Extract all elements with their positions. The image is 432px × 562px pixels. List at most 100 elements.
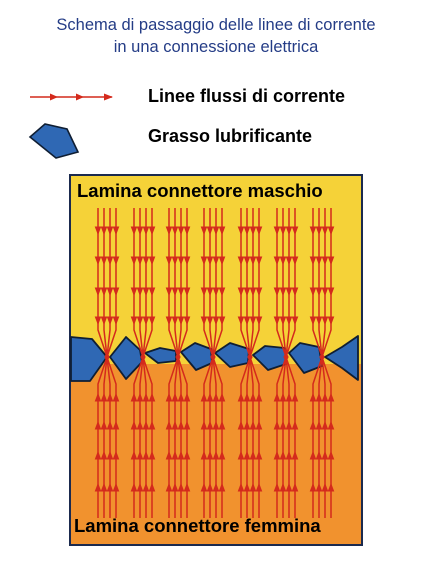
current-arrow bbox=[112, 256, 120, 266]
current-line bbox=[321, 356, 326, 518]
current-arrow bbox=[106, 450, 114, 460]
current-line bbox=[97, 356, 108, 518]
current-arrow bbox=[106, 287, 114, 297]
current-arrow bbox=[243, 482, 251, 492]
current-arrow bbox=[171, 316, 179, 326]
current-arrow bbox=[291, 316, 299, 326]
current-arrow bbox=[136, 256, 144, 266]
current-arrow bbox=[148, 392, 156, 402]
current-arrow bbox=[218, 450, 226, 460]
current-arrow bbox=[171, 420, 179, 430]
current-arrow bbox=[273, 450, 281, 460]
current-arrow bbox=[171, 226, 179, 236]
current-line bbox=[240, 208, 251, 358]
current-arrow bbox=[112, 420, 120, 430]
current-arrow bbox=[100, 482, 108, 492]
current-arrow bbox=[100, 287, 108, 297]
current-arrow bbox=[183, 316, 191, 326]
current-arrow bbox=[177, 226, 185, 236]
current-arrow bbox=[273, 256, 281, 266]
current-arrow bbox=[212, 287, 220, 297]
current-arrow bbox=[249, 316, 257, 326]
current-line bbox=[177, 356, 182, 518]
current-bundle-6 bbox=[273, 208, 299, 518]
current-arrow bbox=[94, 256, 102, 266]
current-arrow bbox=[136, 316, 144, 326]
current-arrow bbox=[183, 226, 191, 236]
current-arrow bbox=[171, 450, 179, 460]
current-arrow bbox=[100, 392, 108, 402]
current-arrow bbox=[243, 287, 251, 297]
legend-current-lines-icon bbox=[30, 93, 113, 101]
current-line bbox=[142, 208, 147, 358]
current-arrow bbox=[148, 316, 156, 326]
current-arrow bbox=[291, 392, 299, 402]
current-arrow bbox=[291, 420, 299, 430]
current-arrow bbox=[94, 450, 102, 460]
current-arrow bbox=[315, 316, 323, 326]
current-arrow bbox=[130, 420, 138, 430]
current-bundle-1 bbox=[94, 208, 120, 518]
current-arrow bbox=[237, 256, 245, 266]
current-arrow bbox=[177, 287, 185, 297]
current-arrow bbox=[206, 226, 214, 236]
current-line bbox=[106, 356, 117, 518]
current-arrow bbox=[273, 316, 281, 326]
current-lines-layer bbox=[94, 208, 335, 518]
female-plate-label: Lamina connettore femmina bbox=[74, 515, 321, 536]
title-line-1: Schema di passaggio delle linee di corre… bbox=[56, 16, 376, 34]
current-arrow bbox=[165, 420, 173, 430]
current-arrow bbox=[171, 392, 179, 402]
current-arrow bbox=[255, 420, 263, 430]
current-line bbox=[142, 208, 153, 358]
current-line bbox=[249, 356, 254, 518]
current-arrow bbox=[94, 420, 102, 430]
current-arrow bbox=[249, 420, 257, 430]
current-arrow bbox=[279, 450, 287, 460]
current-arrow bbox=[255, 226, 263, 236]
current-arrow bbox=[291, 287, 299, 297]
current-arrow bbox=[218, 420, 226, 430]
current-line bbox=[168, 356, 179, 518]
current-arrow bbox=[212, 482, 220, 492]
current-arrow bbox=[165, 256, 173, 266]
current-arrow bbox=[171, 482, 179, 492]
current-arrow bbox=[206, 287, 214, 297]
current-arrow bbox=[273, 226, 281, 236]
current-arrow bbox=[94, 392, 102, 402]
current-arrow bbox=[130, 226, 138, 236]
current-arrow bbox=[212, 256, 220, 266]
current-arrow bbox=[200, 392, 208, 402]
current-line bbox=[203, 208, 214, 358]
current-arrow bbox=[279, 287, 287, 297]
current-line bbox=[318, 356, 323, 518]
current-arrow bbox=[206, 450, 214, 460]
current-line bbox=[321, 208, 332, 358]
current-arrow bbox=[255, 287, 263, 297]
current-line bbox=[312, 356, 323, 518]
current-arrow bbox=[148, 226, 156, 236]
current-arrow bbox=[183, 482, 191, 492]
current-arrow bbox=[112, 316, 120, 326]
current-line bbox=[142, 356, 147, 518]
current-arrow bbox=[200, 226, 208, 236]
current-line bbox=[174, 356, 179, 518]
current-arrow bbox=[327, 392, 335, 402]
current-arrow bbox=[165, 226, 173, 236]
current-line bbox=[97, 208, 108, 358]
contact-point bbox=[247, 354, 253, 360]
current-line bbox=[103, 208, 108, 358]
current-line bbox=[106, 208, 111, 358]
current-arrow bbox=[165, 392, 173, 402]
current-arrow bbox=[285, 450, 293, 460]
current-arrow bbox=[177, 392, 185, 402]
current-line bbox=[103, 356, 108, 518]
contact-point bbox=[175, 354, 181, 360]
current-arrow bbox=[321, 450, 329, 460]
current-arrow bbox=[309, 420, 317, 430]
current-line bbox=[240, 356, 251, 518]
current-arrow bbox=[130, 392, 138, 402]
current-arrow bbox=[100, 450, 108, 460]
current-arrow bbox=[327, 420, 335, 430]
current-line bbox=[106, 356, 111, 518]
